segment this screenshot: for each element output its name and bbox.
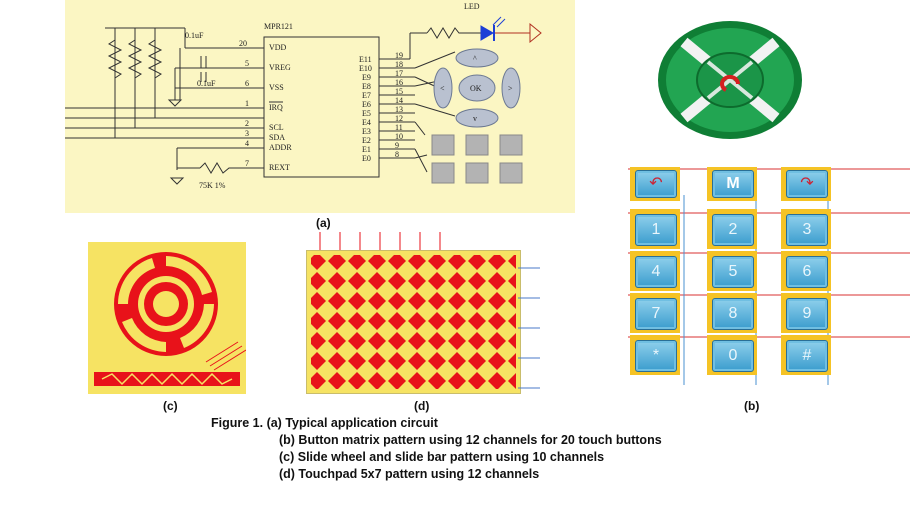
key-7: 7 — [635, 298, 677, 330]
key-4: 4 — [635, 256, 677, 288]
key-6: 6 — [786, 256, 828, 288]
pin-name: E1 — [362, 145, 371, 154]
wheel-button — [656, 20, 804, 140]
pin-number: 9 — [395, 141, 399, 150]
pin-number: 14 — [395, 96, 403, 105]
down-key-label: v — [473, 114, 477, 123]
pin-number: 20 — [239, 39, 247, 48]
pin-name: E7 — [362, 91, 371, 100]
key-1: 1 — [635, 214, 677, 246]
ok-key — [458, 74, 496, 102]
key-2: 2 — [712, 214, 754, 246]
pin-name: E8 — [362, 82, 371, 91]
cap-top-label: 0.1uF — [185, 31, 204, 40]
touchpad-panel — [306, 250, 521, 394]
led-symbol — [480, 16, 542, 44]
touchpad-pattern — [311, 255, 516, 389]
cap-bottom-label: 0.1uF — [197, 79, 216, 88]
left-pins: VDD 20 VREG 5 VSS 6 IRQ 1 SCL 2 SDA 3 AD… — [239, 39, 292, 172]
pin-name: E11 — [359, 55, 372, 64]
nav-keypad: ^ v < > OK — [431, 48, 523, 184]
pin-name: E5 — [362, 109, 371, 118]
key-hash: # — [786, 340, 828, 372]
pin-number: 8 — [395, 150, 399, 159]
pin-number: 12 — [395, 114, 403, 123]
pin-name: SDA — [269, 133, 285, 142]
pin-name: E9 — [362, 73, 371, 82]
right-pins: E11 19 E10 18 E9 17 E8 16 E7 15 E6 14 E5… — [359, 51, 403, 163]
pin-number: 5 — [245, 59, 249, 68]
undo-icon — [720, 74, 741, 92]
pin-number: 7 — [245, 159, 249, 168]
schematic-diagram: MPR121 VDD 20 VREG 5 VSS 6 IRQ 1 SCL 2 S… — [65, 2, 542, 190]
key-9: 9 — [786, 298, 828, 330]
caption-line-4: (d) Touchpad 5x7 pattern using 12 channe… — [279, 467, 540, 481]
resistor-label: 75K 1% — [199, 181, 226, 190]
label-c: (c) — [163, 399, 178, 413]
pin-name: VSS — [269, 83, 284, 92]
key-0: 0 — [712, 340, 754, 372]
home-key: ↷ — [786, 170, 828, 198]
key-5: 5 — [712, 256, 754, 288]
left-key — [433, 67, 453, 109]
up-key-label: ^ — [473, 54, 477, 63]
pin-number: 19 — [395, 51, 403, 60]
down-key — [455, 108, 499, 128]
menu-key: M — [712, 170, 754, 198]
chip-name: MPR121 — [264, 22, 293, 31]
pin-name: E3 — [362, 127, 371, 136]
pin-name: E6 — [362, 100, 371, 109]
pin-number: 16 — [395, 78, 403, 87]
pin-number: 1 — [245, 99, 249, 108]
ok-key-label: OK — [470, 84, 482, 93]
pin-name: E4 — [362, 118, 371, 127]
pin-number: 15 — [395, 87, 403, 96]
key-8: 8 — [712, 298, 754, 330]
caption-line-1: Figure 1. (a) Typical application circui… — [211, 416, 438, 430]
pin-number: 6 — [245, 79, 249, 88]
pin-number: 10 — [395, 132, 403, 141]
pin-name: REXT — [269, 163, 290, 172]
pin-name: E2 — [362, 136, 371, 145]
mpr121-chip — [263, 36, 380, 178]
up-key — [455, 48, 499, 68]
key-3: 3 — [786, 214, 828, 246]
button-matrix: ↶ M ↷ 1 2 3 4 5 6 7 8 9 * 0 # — [628, 165, 910, 385]
pin-number: 4 — [245, 139, 249, 148]
pin-name: ADDR — [269, 143, 292, 152]
schematic-panel: MPR121 VDD 20 VREG 5 VSS 6 IRQ 1 SCL 2 S… — [65, 0, 575, 213]
left-wiring — [65, 27, 264, 185]
pin-number: 18 — [395, 60, 403, 69]
back-key: ↶ — [635, 170, 677, 198]
caption-line-2: (b) Button matrix pattern using 12 chann… — [279, 433, 662, 447]
pin-number: 3 — [245, 129, 249, 138]
label-b: (b) — [744, 399, 760, 413]
pin-number: 13 — [395, 105, 403, 114]
pin-name: SCL — [269, 123, 284, 132]
right-key-label: > — [508, 84, 513, 93]
pin-number: 17 — [395, 69, 403, 78]
left-key-label: < — [440, 84, 445, 93]
pin-name: E0 — [362, 154, 371, 163]
led-label: LED — [464, 2, 480, 11]
right-key — [501, 67, 521, 109]
key-star: * — [635, 340, 677, 372]
slide-wheel-pattern — [94, 252, 247, 386]
pin-number: 11 — [395, 123, 403, 132]
slide-wheel-panel — [88, 242, 247, 394]
pin-name: VREG — [269, 63, 291, 72]
touchpad-traces — [319, 232, 540, 389]
label-d: (d) — [414, 399, 430, 413]
pin-number: 2 — [245, 119, 249, 128]
label-a: (a) — [316, 216, 331, 230]
caption-line-3: (c) Slide wheel and slide bar pattern us… — [279, 450, 605, 464]
pin-name: VDD — [269, 43, 287, 52]
pin-name: IRQ — [269, 103, 283, 112]
pin-name: E10 — [359, 64, 372, 73]
